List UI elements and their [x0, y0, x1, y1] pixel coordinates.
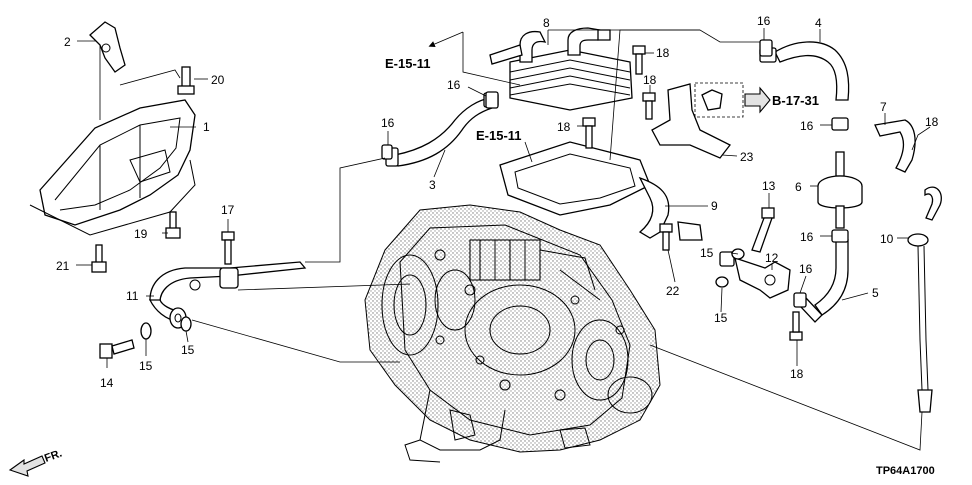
transmission-assembly	[364, 204, 661, 463]
bolt-17	[221, 231, 235, 265]
callout-15-d: 15	[714, 311, 728, 325]
callout-labels: 1 2 3 4 5 6 7 8 9 10 11 12 13 14 15 15 1…	[56, 14, 939, 390]
callout-13: 13	[762, 179, 776, 193]
dipstick-10	[907, 186, 942, 413]
callout-17: 17	[221, 203, 235, 217]
callout-15-a: 15	[139, 359, 153, 373]
bolt-18-pan	[582, 117, 596, 149]
callout-14: 14	[100, 376, 114, 390]
bolt-13	[751, 207, 775, 253]
callout-11: 11	[126, 289, 139, 303]
reference-b17: B-17-31	[772, 93, 819, 108]
callout-10: 10	[880, 232, 894, 246]
callout-20: 20	[211, 73, 225, 87]
callout-16-e: 16	[800, 230, 814, 244]
bolt-20	[177, 66, 195, 95]
callout-8: 8	[543, 16, 550, 30]
callout-18-e: 18	[790, 367, 804, 381]
callout-6: 6	[795, 180, 802, 194]
hose-4	[759, 41, 850, 101]
callout-1: 1	[203, 120, 210, 134]
hose-5	[799, 239, 849, 323]
callout-21: 21	[56, 259, 70, 273]
clamp-16-set	[381, 39, 849, 308]
filter-6	[817, 151, 863, 229]
callout-18-d: 18	[925, 115, 939, 129]
callout-9: 9	[711, 199, 718, 213]
bracket-7	[874, 119, 916, 173]
callout-23: 23	[740, 150, 754, 164]
oil-cooler-8	[489, 27, 633, 111]
front-direction-arrow	[8, 455, 46, 477]
callout-19: 19	[134, 227, 148, 241]
callout-22: 22	[666, 284, 680, 298]
callout-18-c: 18	[557, 120, 571, 134]
washer-15-left	[140, 316, 192, 340]
leader-lines	[76, 28, 931, 451]
bolt-18-bracket	[642, 92, 656, 120]
callout-3: 3	[429, 178, 436, 192]
front-label: FR.	[43, 447, 64, 464]
reference-box-b17	[694, 82, 771, 118]
callout-18-a: 18	[656, 46, 670, 60]
callout-5: 5	[872, 286, 879, 300]
reference-e15-mid: E-15-11	[476, 128, 522, 143]
joint-12	[719, 251, 791, 299]
bolt-19	[165, 211, 181, 239]
reference-e15-top: E-15-11	[385, 56, 431, 71]
callout-16-f: 16	[799, 262, 813, 276]
callout-18-b: 18	[643, 73, 657, 87]
bolt-18-joint	[789, 311, 803, 341]
callout-16-b: 16	[447, 78, 461, 92]
bracket-23	[651, 83, 731, 159]
callout-4: 4	[815, 16, 822, 30]
callout-15-c: 15	[700, 246, 714, 260]
callout-12: 12	[765, 251, 779, 265]
callout-16-a: 16	[381, 116, 395, 130]
bolt-14	[99, 339, 135, 359]
reference-labels: E-15-11 E-15-11 B-17-31	[385, 56, 819, 143]
bracket-2	[89, 21, 126, 73]
bolt-18-cooler	[632, 45, 646, 75]
diagram-code: TP64A1700	[876, 465, 935, 477]
callout-16-c: 16	[757, 14, 771, 28]
callout-2: 2	[64, 35, 71, 49]
bolt-22	[659, 223, 673, 251]
bracket-9	[499, 141, 703, 241]
callout-15-b: 15	[181, 343, 195, 357]
callout-16-d: 16	[800, 119, 814, 133]
callout-7: 7	[880, 100, 887, 114]
bolt-21	[91, 244, 107, 273]
